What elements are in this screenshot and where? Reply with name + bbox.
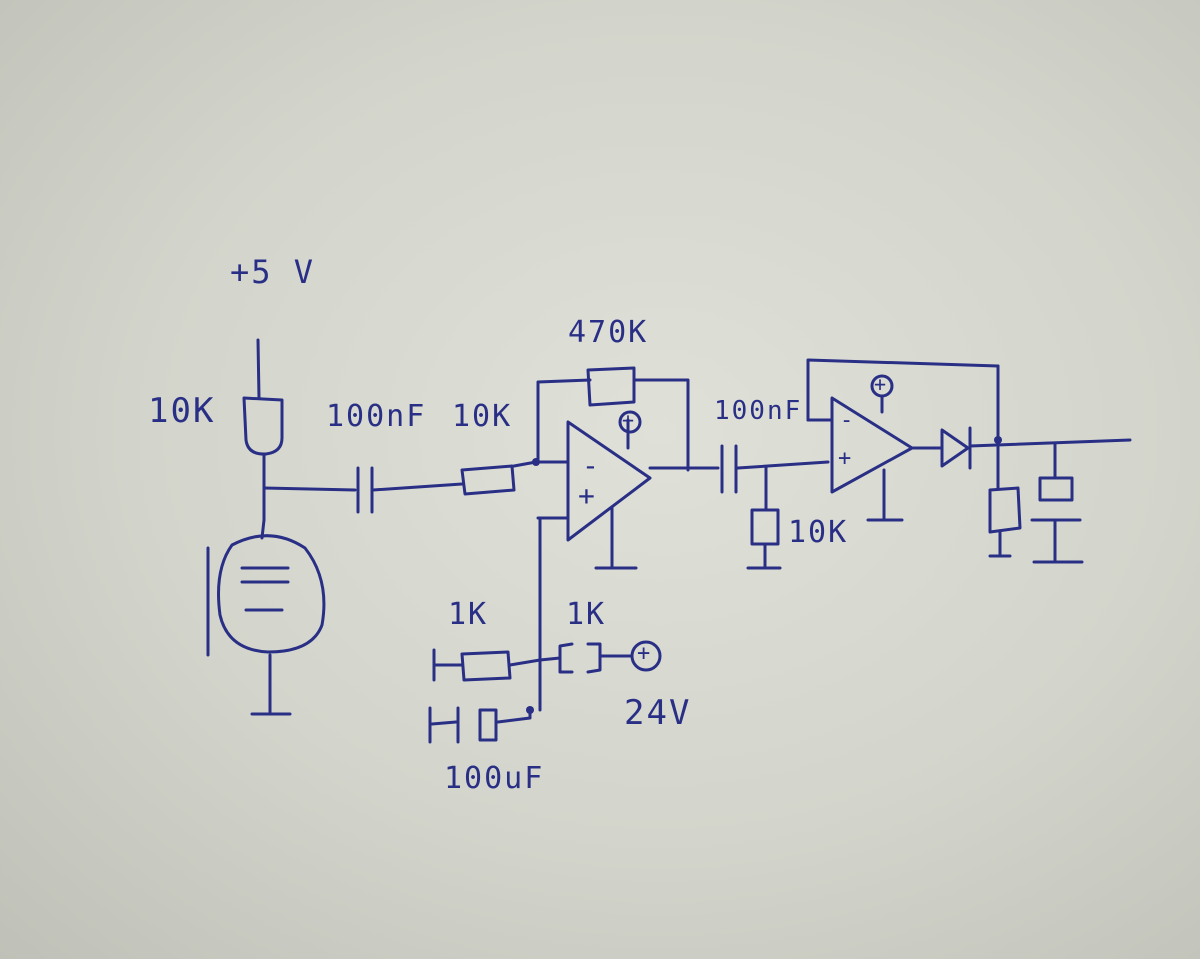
- u1-power-plus: +: [622, 408, 637, 432]
- ground-sensor: [250, 653, 292, 716]
- label-supply-24v: 24V: [624, 693, 692, 733]
- label-c-input-100nf: 100nF: [326, 399, 427, 434]
- supply-wire-5v: [256, 338, 261, 400]
- wire-node-to-cap: [262, 486, 357, 492]
- u2-inverting-sign: -: [840, 408, 856, 433]
- label-r-input-10k: 10K: [452, 399, 513, 434]
- label-r-div-right-1k: 1K: [566, 597, 607, 632]
- u2-power-plus: +: [874, 372, 889, 396]
- supply-24v-plus: +: [637, 641, 653, 666]
- diode-rectifier: [910, 426, 1132, 470]
- resistor-470k-feedback: [586, 366, 636, 407]
- opamp-u1: [566, 420, 652, 542]
- power-pin-u1: [618, 410, 642, 434]
- label-r-top-10k: 10K: [148, 391, 216, 431]
- sensor-wire: [260, 453, 266, 540]
- label-c-coupling-100nf: 100nF: [714, 396, 803, 426]
- u1-inverting-sign: -: [582, 449, 601, 482]
- resistor-output-load: [988, 440, 1022, 558]
- resistor-10k-top: [242, 396, 284, 456]
- u2-noninverting-sign: +: [838, 446, 854, 471]
- u1-noninverting-sign: +: [578, 479, 597, 512]
- label-c-decoupling-100uf: 100uF: [444, 761, 545, 796]
- label-r-feedback-470k: 470K: [568, 315, 649, 350]
- capacitor-100nf-coupling: [720, 444, 830, 494]
- sensor-element: [206, 534, 326, 657]
- opamp-u2-wires: [806, 358, 1000, 522]
- capacitor-output-filter: [1030, 442, 1084, 564]
- resistor-1k-left: [432, 648, 542, 682]
- opamp-u1-wires: [532, 378, 690, 712]
- label-r-bias-10k: 10K: [788, 515, 849, 550]
- label-supply-5v: +5 V: [230, 253, 316, 291]
- label-r-div-left-1k: 1K: [448, 597, 489, 632]
- resistor-10k-input: [460, 460, 538, 496]
- opamp-u2: [830, 396, 914, 494]
- resistor-10k-bias: [746, 466, 782, 570]
- capacitor-100nf-input: [356, 466, 464, 514]
- supply-24v-terminal: [630, 640, 662, 672]
- capacitor-100uf-decoupling: [428, 706, 534, 744]
- power-pin-u2: [870, 374, 894, 398]
- resistor-1k-right: [538, 642, 634, 674]
